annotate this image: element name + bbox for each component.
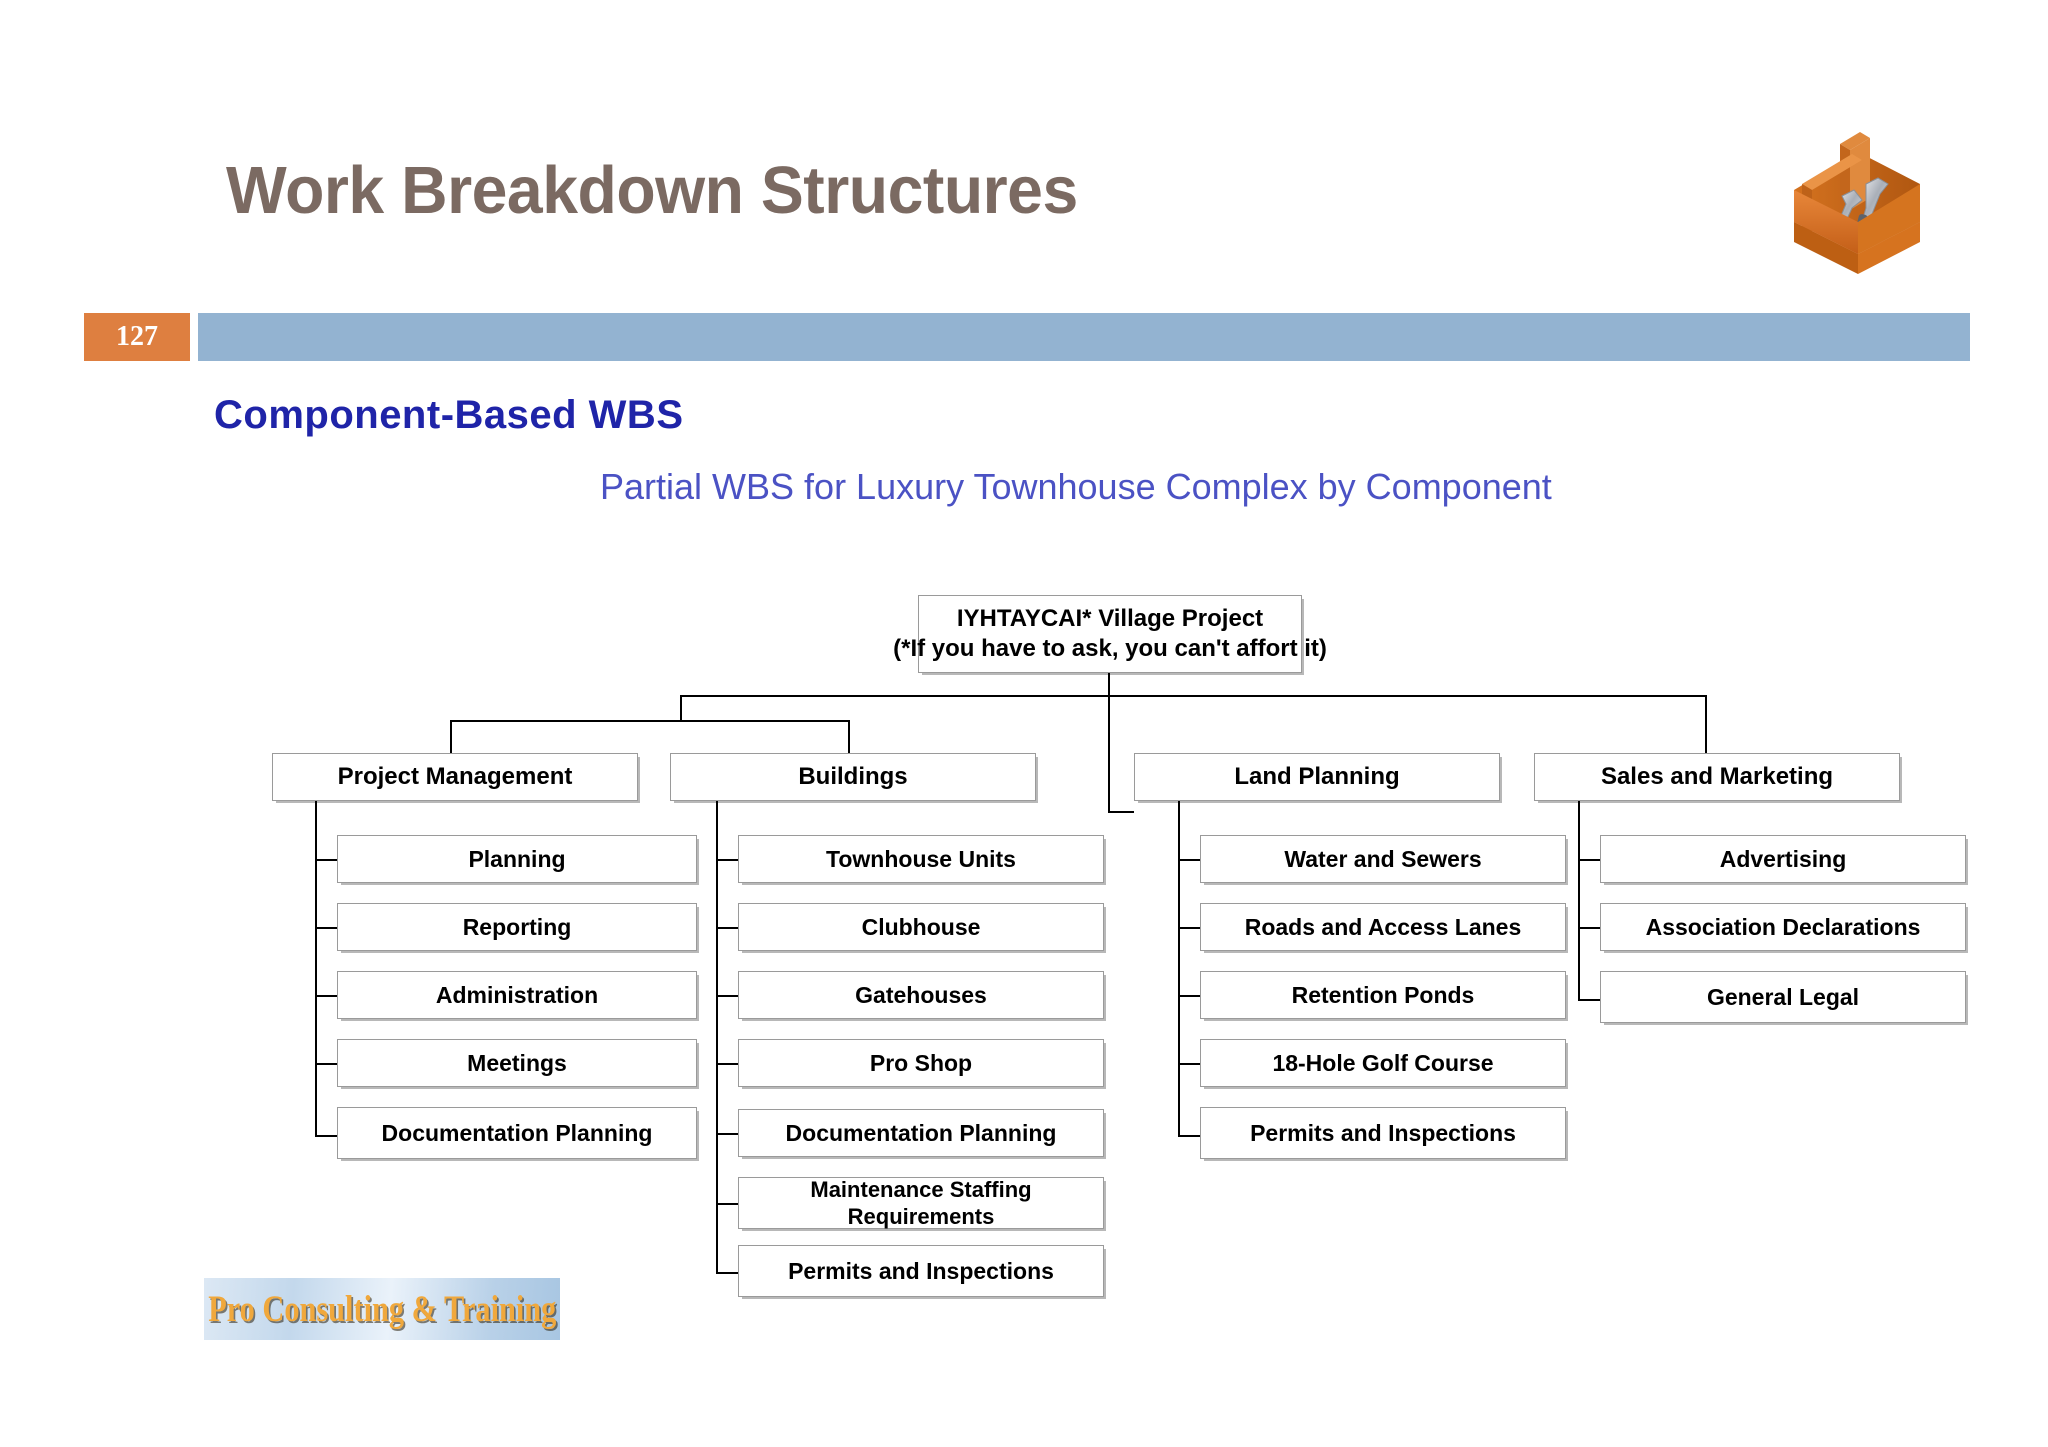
connector-stub	[315, 859, 337, 861]
wbs-leaf-label: Retention Ponds	[1291, 981, 1475, 1008]
wbs-leaf-documentation-planning-pm: Documentation Planning	[337, 1107, 697, 1159]
connector-root-stem	[1108, 673, 1110, 813]
wbs-branch-label: Project Management	[337, 763, 573, 790]
connector-stub	[315, 1135, 337, 1137]
connector-stub	[315, 995, 337, 997]
wbs-leaf-label: Documentation Planning	[785, 1119, 1057, 1146]
wbs-leaf-administration: Administration	[337, 971, 697, 1019]
connector-stub	[716, 995, 738, 997]
connector-spine-land-planning	[1178, 801, 1180, 1137]
wbs-leaf-label: Clubhouse	[861, 913, 981, 940]
wbs-branch-label: Buildings	[798, 763, 908, 790]
connector-lower-bar	[450, 720, 850, 722]
wbs-root-node: IYHTAYCAI* Village Project (*If you have…	[893, 595, 1327, 673]
wbs-leaf-gatehouses: Gatehouses	[738, 971, 1104, 1019]
connector-stub	[1178, 927, 1200, 929]
connector-elbow-land-planning	[1108, 811, 1134, 813]
toolbox-icon	[1780, 118, 1930, 278]
connector-stub	[1578, 859, 1600, 861]
connector-stub	[716, 1203, 738, 1205]
wbs-leaf-advertising: Advertising	[1600, 835, 1966, 883]
connector-stub	[716, 1272, 738, 1274]
wbs-leaf-label: Pro Shop	[869, 1049, 973, 1076]
wbs-leaf-planning: Planning	[337, 835, 697, 883]
connector-stub	[1578, 927, 1600, 929]
wbs-root-line2: (*If you have to ask, you can't affort i…	[893, 635, 1327, 662]
connector-stub	[1578, 999, 1600, 1001]
logo-text: Pro Consulting & Training	[207, 1288, 557, 1330]
wbs-leaf-label: Advertising	[1719, 845, 1847, 872]
wbs-leaf-label: Planning	[468, 845, 566, 872]
connector-drop-sales-and-marketing	[1705, 695, 1707, 753]
connector-stub	[716, 927, 738, 929]
wbs-branch-label: Land Planning	[1234, 763, 1400, 790]
wbs-leaf-reporting: Reporting	[337, 903, 697, 951]
section-heading: Component-Based WBS	[214, 393, 684, 437]
connector-stub	[716, 859, 738, 861]
logo: Pro Consulting & Training	[204, 1278, 560, 1340]
connector-stub	[1178, 1135, 1200, 1137]
wbs-leaf-retention-ponds: Retention Ponds	[1200, 971, 1566, 1019]
connector-stub	[716, 1133, 738, 1135]
chart-caption: Partial WBS for Luxury Townhouse Complex…	[600, 466, 1552, 507]
wbs-leaf-permits-and-inspections-buildings: Permits and Inspections	[738, 1245, 1104, 1297]
connector-stub	[1178, 1063, 1200, 1065]
page-title: Work Breakdown Structures	[226, 153, 1078, 228]
connector-stub	[1178, 995, 1200, 997]
connector-drop-project-management	[450, 720, 452, 753]
wbs-leaf-general-legal: General Legal	[1600, 971, 1966, 1023]
wbs-leaf-label: Permits and Inspections	[1250, 1119, 1516, 1146]
connector-drop-buildings	[848, 720, 850, 753]
wbs-leaf-clubhouse: Clubhouse	[738, 903, 1104, 951]
wbs-leaf-label: Water and Sewers	[1284, 845, 1482, 872]
wbs-branch-land-planning: Land Planning	[1134, 753, 1500, 801]
wbs-leaf-label: Townhouse Units	[826, 845, 1016, 872]
wbs-root-line1: IYHTAYCAI* Village Project	[956, 605, 1264, 632]
header-bar	[198, 313, 1970, 361]
connector-stub	[716, 1063, 738, 1065]
connector-stub	[315, 927, 337, 929]
wbs-branch-sales-and-marketing: Sales and Marketing	[1534, 753, 1900, 801]
wbs-leaf-label: Documentation Planning	[381, 1119, 653, 1146]
wbs-branch-project-management: Project Management	[272, 753, 638, 801]
wbs-leaf-label: General Legal	[1706, 983, 1860, 1010]
wbs-leaf-label: Reporting	[462, 913, 572, 940]
wbs-leaf-label: Gatehouses	[855, 981, 987, 1008]
wbs-branch-label: Sales and Marketing	[1600, 763, 1834, 790]
connector-spine-sales-and-marketing	[1578, 801, 1580, 1001]
wbs-leaf-label: Administration	[435, 981, 599, 1008]
wbs-leaf-label: Meetings	[467, 1049, 567, 1076]
connector-upper-bar	[680, 695, 1707, 697]
wbs-leaf-water-and-sewers: Water and Sewers	[1200, 835, 1566, 883]
wbs-leaf-townhouse-units: Townhouse Units	[738, 835, 1104, 883]
connector-spine-buildings	[716, 801, 718, 1274]
wbs-leaf-label: Association Declarations	[1645, 913, 1921, 940]
connector-upper-to-lower	[680, 695, 682, 722]
wbs-leaf-maintenance-staffing-requirements: Maintenance Staffing Requirements	[738, 1177, 1104, 1229]
wbs-leaf-association-declarations: Association Declarations	[1600, 903, 1966, 951]
wbs-leaf-roads-and-access-lanes: Roads and Access Lanes	[1200, 903, 1566, 951]
wbs-leaf-documentation-planning-buildings: Documentation Planning	[738, 1109, 1104, 1157]
wbs-branch-buildings: Buildings	[670, 753, 1036, 801]
wbs-leaf-label: 18-Hole Golf Course	[1272, 1049, 1494, 1076]
connector-spine-project-management	[315, 801, 317, 1137]
wbs-leaf-pro-shop: Pro Shop	[738, 1039, 1104, 1087]
connector-stub	[315, 1063, 337, 1065]
wbs-leaf-permits-and-inspections-land: Permits and Inspections	[1200, 1107, 1566, 1159]
wbs-leaf-18-hole-golf-course: 18-Hole Golf Course	[1200, 1039, 1566, 1087]
wbs-leaf-label: Roads and Access Lanes	[1244, 913, 1522, 940]
page-number-badge: 127	[84, 313, 190, 361]
wbs-leaf-label: Maintenance Staffing Requirements	[810, 1176, 1032, 1230]
connector-stub	[1178, 859, 1200, 861]
wbs-leaf-label: Permits and Inspections	[788, 1257, 1054, 1284]
wbs-leaf-meetings: Meetings	[337, 1039, 697, 1087]
